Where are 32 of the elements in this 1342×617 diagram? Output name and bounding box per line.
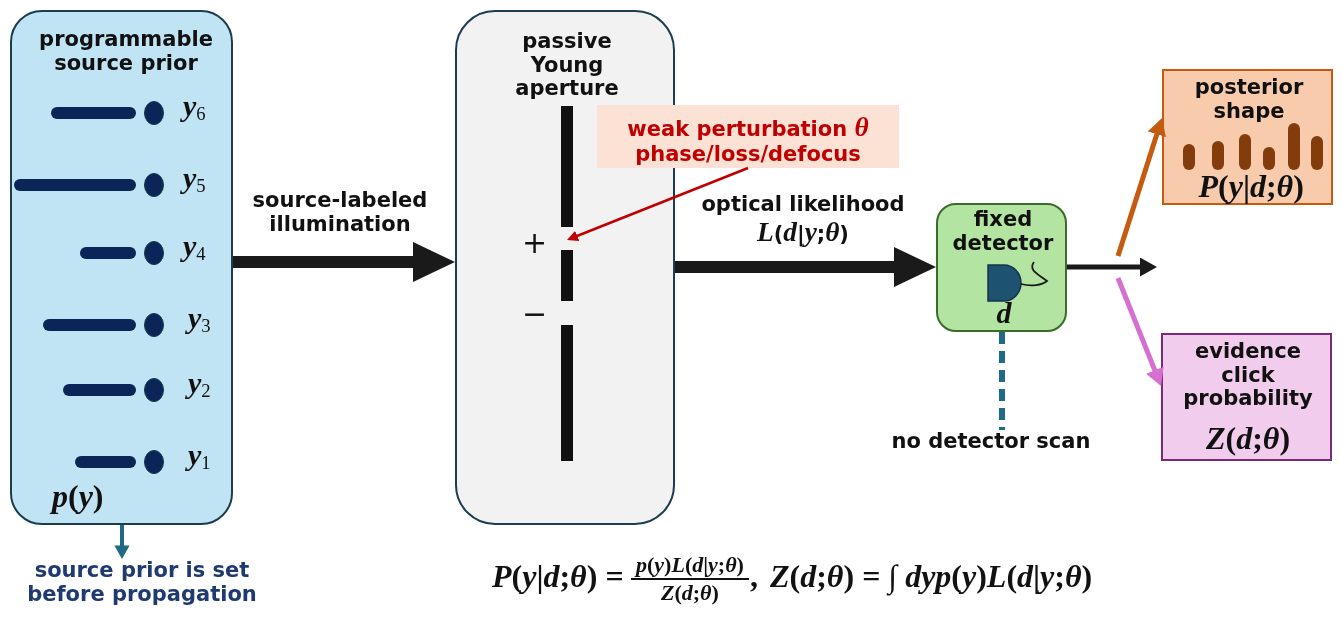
arrow — [1067, 257, 1157, 277]
arrow — [1115, 118, 1166, 257]
formula-text: p(y)L(d|y;θ) — [636, 552, 744, 578]
math-label: P(y|d;θ) — [1198, 168, 1304, 205]
source-panel — [10, 10, 233, 525]
math-label: d — [996, 296, 1012, 331]
callout-box — [597, 105, 899, 168]
posterior-box — [1162, 69, 1333, 205]
arrow — [1115, 277, 1164, 387]
dashed-line — [999, 332, 1005, 430]
arrow — [114, 525, 130, 559]
edge-label: source-labeled illumination — [251, 189, 429, 237]
panel-title: passive Young aperture — [514, 30, 620, 101]
callout-text: weak perturbation θ phase/loss/defocus — [626, 112, 870, 167]
panel-title: fixed detector — [951, 208, 1055, 256]
panel-title: evidence click probability — [1182, 340, 1314, 411]
arrow — [675, 247, 936, 287]
detector-box — [936, 203, 1067, 332]
formula-text: P(y|d;θ) = — [492, 558, 624, 595]
panel-title: programmable source prior — [38, 28, 214, 76]
arrow — [233, 242, 455, 282]
edge-label: optical likelihood L(d|y;θ) — [700, 193, 906, 248]
formula-text: Z(d;θ) = ∫ dyp(y)L(d|y;θ) — [770, 558, 1093, 595]
formula-text: , — [750, 558, 758, 595]
math-label: Z(d;θ) — [1206, 420, 1291, 457]
note-text: no detector scan — [880, 430, 1102, 454]
panel-title: posterior shape — [1193, 76, 1305, 124]
polarity-sign: − — [522, 299, 548, 329]
note-text: source prior is set before propagation — [20, 559, 264, 607]
polarity-sign: + — [522, 228, 548, 258]
formula-text: Z(d;θ) — [661, 580, 719, 606]
evidence-box — [1161, 333, 1332, 461]
